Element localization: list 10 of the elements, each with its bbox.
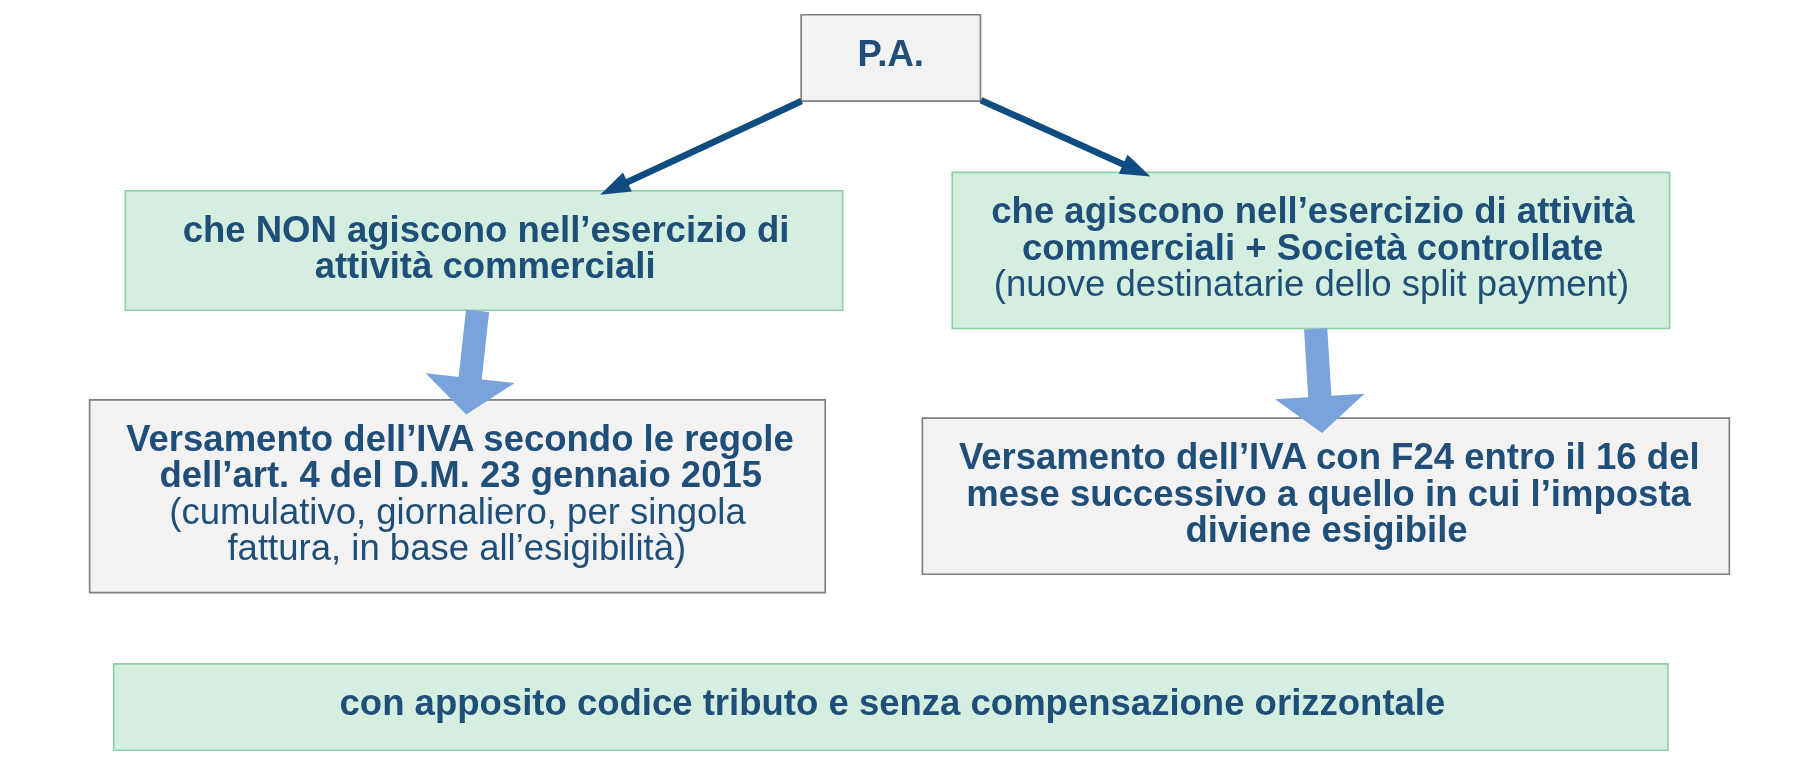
node-box: che NON agiscono nell’esercizio di attività commerciali bbox=[124, 189, 843, 312]
node-box: con apposito codice tributo e senza compensazione orizzontale bbox=[112, 663, 1669, 752]
arrow bbox=[979, 97, 1150, 177]
arrow bbox=[425, 309, 515, 415]
node-box: che agiscono nell’esercizio di attività commerciali + Società controllate (nuove destinatarie dello split payment) bbox=[950, 171, 1670, 330]
node-box: Versamento dell’IVA con F24 entro il 16 del mese successivo a quello in cui l’imposta diviene esigibile bbox=[921, 417, 1730, 576]
arrow bbox=[599, 98, 803, 195]
arrow bbox=[1274, 328, 1365, 433]
node-box: P.A. bbox=[799, 13, 981, 102]
node-box: Versamento dell’IVA secondo le regole dell’art. 4 del D.M. 23 gennaio 2015 (cumulativo, giornaliero, per singola fattura, in base all’esigibilità) bbox=[88, 399, 826, 594]
